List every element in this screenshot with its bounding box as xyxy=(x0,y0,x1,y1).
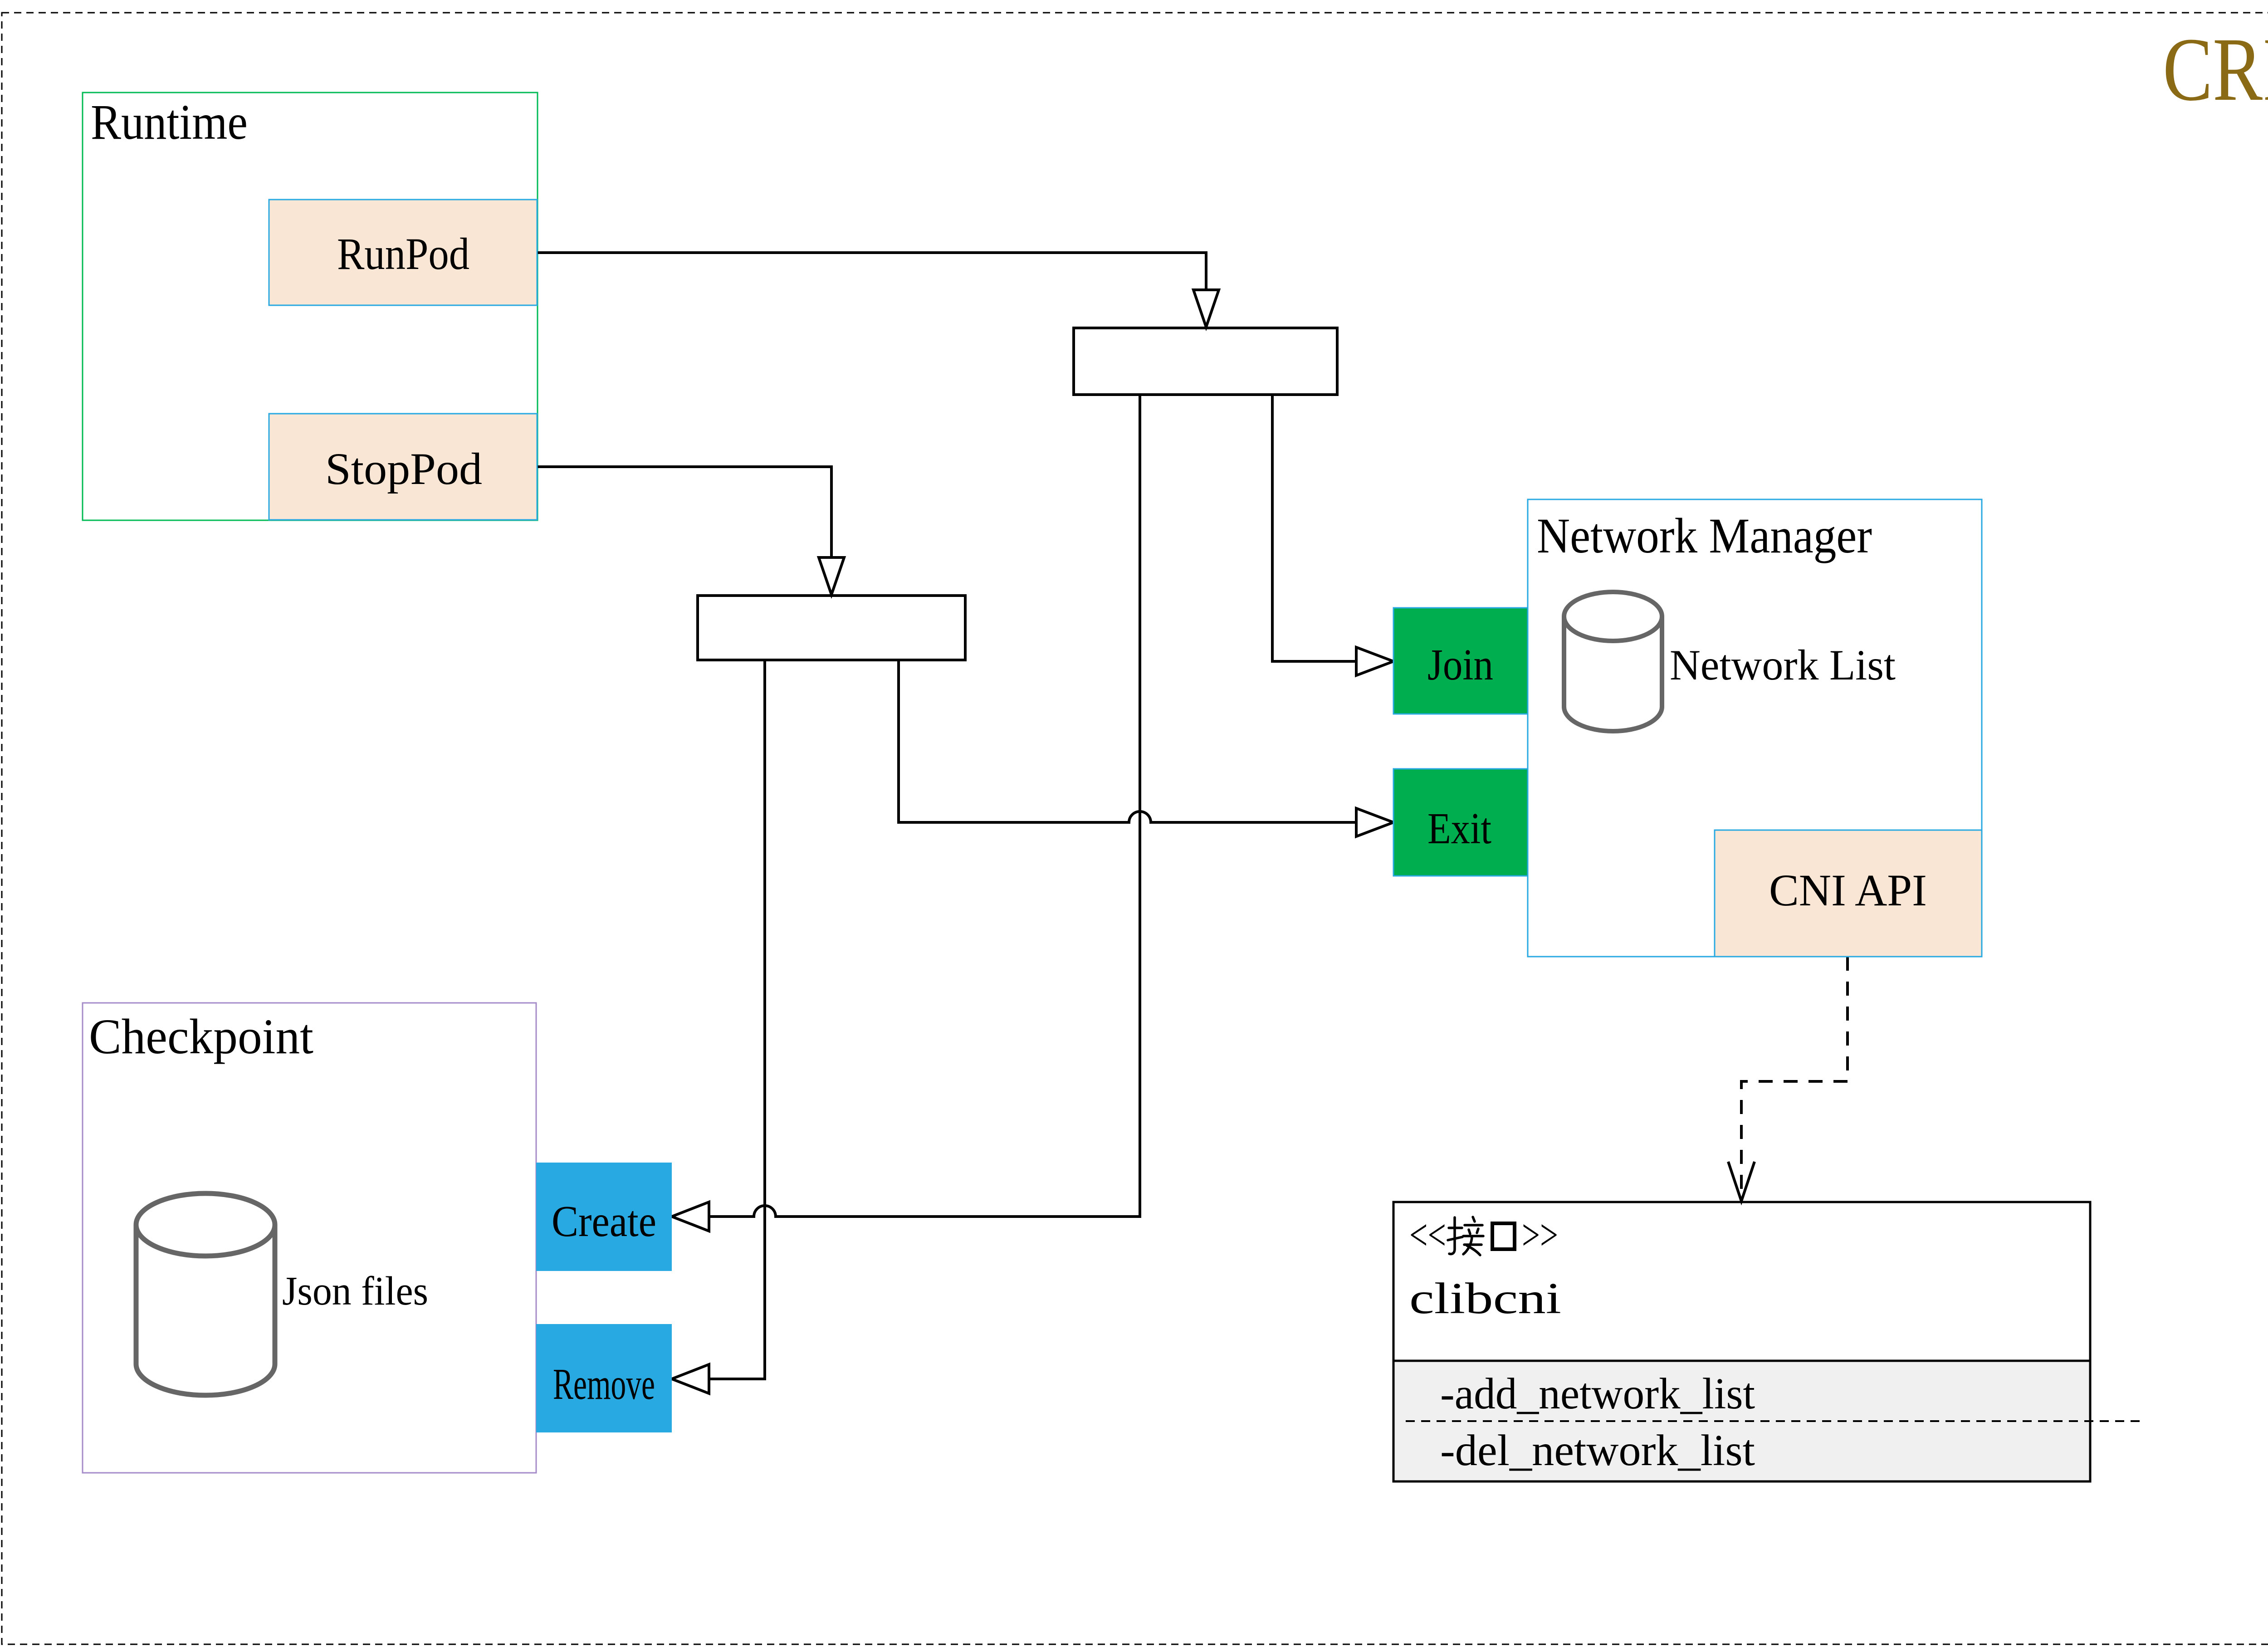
svg-text:Create: Create xyxy=(552,1197,656,1246)
svg-text:Runtime: Runtime xyxy=(91,94,248,150)
svg-text:<<: << xyxy=(1409,1211,1446,1259)
svg-text:Join: Join xyxy=(1427,640,1493,689)
svg-text:Exit: Exit xyxy=(1427,804,1491,853)
svg-text:Checkpoint: Checkpoint xyxy=(89,1009,313,1064)
svg-text:Network Manager: Network Manager xyxy=(1537,508,1872,563)
svg-text:CRI: CRI xyxy=(2163,20,2268,120)
svg-text:Network List: Network List xyxy=(1670,641,1896,689)
svg-text:clibcni: clibcni xyxy=(1409,1274,1561,1323)
svg-text:-add_network_list: -add_network_list xyxy=(1440,1369,1755,1418)
svg-text:Json files: Json files xyxy=(282,1269,428,1314)
svg-text:CNI API: CNI API xyxy=(1769,865,1927,915)
svg-text:-del_network_list: -del_network_list xyxy=(1440,1426,1755,1475)
svg-text:RunPod: RunPod xyxy=(337,229,469,279)
svg-text:>>: >> xyxy=(1522,1211,1558,1259)
svg-text:StopPod: StopPod xyxy=(325,444,482,494)
svg-text:Remove: Remove xyxy=(553,1360,655,1408)
